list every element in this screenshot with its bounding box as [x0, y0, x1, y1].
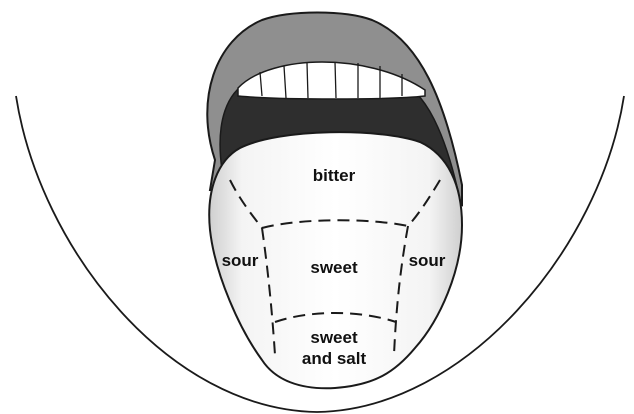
label-sweet: sweet [310, 258, 358, 277]
label-sweet-and-salt-line2: and salt [302, 349, 367, 368]
label-sour-right: sour [409, 251, 446, 270]
label-bitter: bitter [313, 166, 356, 185]
label-sweet-and-salt-line1: sweet [310, 328, 358, 347]
label-sour-left: sour [222, 251, 259, 270]
